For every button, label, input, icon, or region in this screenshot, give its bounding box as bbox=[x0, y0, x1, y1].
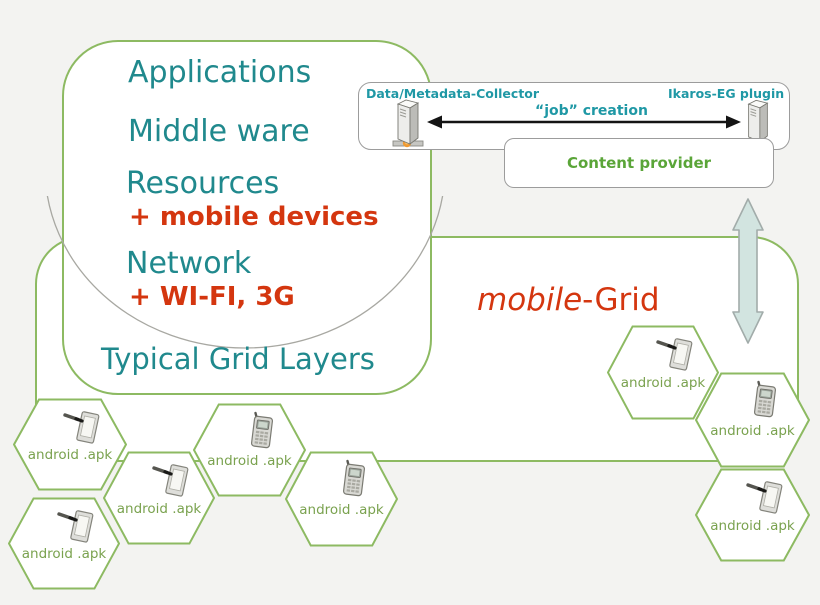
content-provider-label: Content provider bbox=[566, 154, 712, 172]
hexagon-outline bbox=[193, 403, 306, 497]
hexagon-label: android .apk bbox=[620, 375, 706, 392]
tablet-pen-icon bbox=[57, 508, 95, 544]
mobile-phone-icon bbox=[341, 459, 366, 498]
layer-network-addition: + WI-FI, 3G bbox=[129, 282, 295, 312]
hexagon-label: android .apk bbox=[710, 422, 795, 439]
data-metadata-collector-label: Data/Metadata-Collector bbox=[366, 86, 540, 101]
server-tower-icon bbox=[390, 96, 426, 150]
hexagon-label: android .apk bbox=[710, 517, 795, 534]
mobile-phone-icon bbox=[249, 411, 274, 450]
tablet-pen-icon bbox=[63, 409, 101, 445]
android-apk-hexagon: android .apk bbox=[607, 325, 719, 420]
hexagon-outline bbox=[695, 372, 810, 468]
ikaros-eg-plugin-label: Ikaros-EG plugin bbox=[668, 86, 785, 101]
tablet-pen-icon bbox=[745, 479, 784, 515]
mobile-phone-icon bbox=[752, 380, 777, 419]
hexagon-outline bbox=[285, 451, 398, 547]
content-provider-box: Content provider bbox=[504, 138, 774, 188]
layer-network: Network bbox=[126, 246, 252, 281]
layer-resources-addition: + mobile devices bbox=[129, 202, 379, 232]
job-creation-label: “job” creation bbox=[535, 103, 648, 119]
layer-middleware: Middle ware bbox=[128, 114, 310, 149]
mobile-grid-label-italic: mobile bbox=[477, 282, 583, 318]
mobile-grid-label-plain: -Grid bbox=[582, 282, 660, 318]
hexagon-outline bbox=[695, 468, 810, 562]
tablet-pen-icon bbox=[152, 462, 190, 498]
hexagon-label: android .apk bbox=[21, 546, 107, 563]
android-apk-hexagon: android .apk bbox=[13, 398, 127, 491]
hexagon-label: android .apk bbox=[116, 500, 202, 517]
android-apk-hexagon: android .apk bbox=[695, 468, 810, 562]
android-apk-hexagon: android .apk bbox=[8, 497, 120, 590]
android-apk-hexagon: android .apk bbox=[285, 451, 398, 547]
grid-layers-caption: Typical Grid Layers bbox=[101, 342, 375, 376]
layer-applications: Applications bbox=[128, 55, 312, 90]
mobile-grid-label: mobile-Grid bbox=[477, 282, 660, 318]
layer-resources: Resources bbox=[126, 166, 280, 201]
hexagon-label: android .apk bbox=[207, 452, 292, 469]
android-apk-hexagon: android .apk bbox=[193, 403, 306, 497]
android-apk-hexagon: android .apk bbox=[103, 451, 215, 545]
hexagon-label: android .apk bbox=[299, 501, 384, 518]
hexagon-label: android .apk bbox=[27, 447, 113, 464]
android-apk-hexagon: android .apk bbox=[695, 372, 810, 468]
tablet-pen-icon bbox=[656, 336, 694, 372]
